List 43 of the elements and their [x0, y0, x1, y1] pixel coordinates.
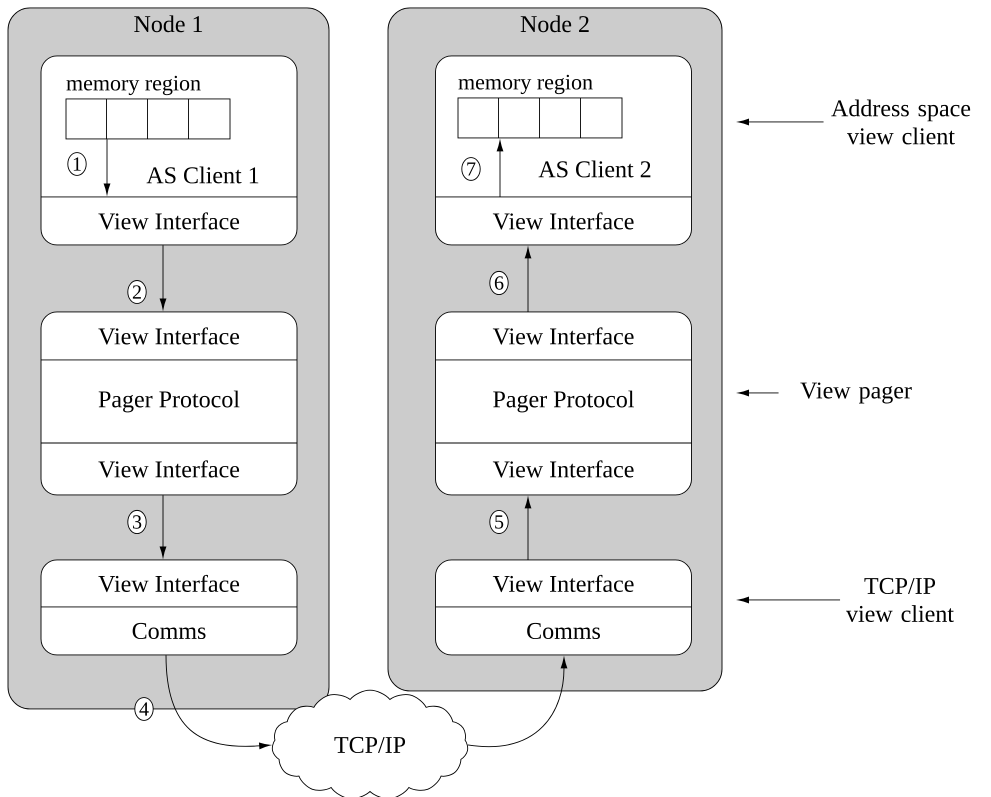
component-box	[40, 560, 298, 656]
layer-label: TCP/IP view client	[846, 578, 954, 622]
interface-section: Comms	[527, 622, 600, 640]
interface-section: Pager Protocol	[98, 390, 240, 412]
interface-section: View Interface	[98, 574, 240, 592]
interface-section: View Interface	[492, 327, 634, 345]
arrow	[467, 658, 568, 748]
step-number: 7	[461, 157, 481, 181]
interface-section: View Interface	[492, 212, 634, 230]
node-label: memory region	[66, 76, 201, 96]
interface-section: View Interface	[98, 327, 240, 345]
arrow	[738, 390, 779, 396]
arrow	[496, 140, 504, 197]
component-box	[435, 560, 692, 656]
arrow	[524, 248, 532, 312]
interface-section: Pager Protocol	[493, 390, 634, 412]
step-number: 1	[67, 152, 87, 176]
component-box	[40, 312, 298, 496]
network-cloud: TCP/IP	[272, 690, 468, 797]
interface-section: View Interface	[98, 460, 240, 478]
layer-label: Address space view client	[831, 100, 970, 144]
interface-section: View Interface	[492, 460, 634, 478]
interface-section: Comms	[132, 622, 206, 640]
memory-cells: memory region	[458, 74, 622, 138]
step-number: 3	[127, 510, 147, 534]
arrow	[524, 498, 532, 560]
step-number: 6	[489, 270, 509, 296]
step-number: 2	[127, 280, 147, 304]
arrow	[738, 596, 840, 604]
arrow	[160, 244, 166, 310]
node-label: memory region	[458, 74, 593, 94]
arrow	[160, 494, 166, 558]
component-box	[435, 312, 692, 496]
interface-section: View Interface	[98, 212, 240, 230]
arrow	[104, 138, 110, 194]
step-number: 4	[134, 697, 154, 721]
node-label: TCP/IP	[334, 736, 406, 754]
interface-section: View Interface	[492, 574, 634, 592]
step-number: 5	[489, 510, 509, 534]
memory-cells: memory region	[66, 76, 230, 140]
arrow	[166, 654, 270, 750]
arrow	[738, 118, 824, 126]
layer-label: View pager	[800, 382, 912, 404]
